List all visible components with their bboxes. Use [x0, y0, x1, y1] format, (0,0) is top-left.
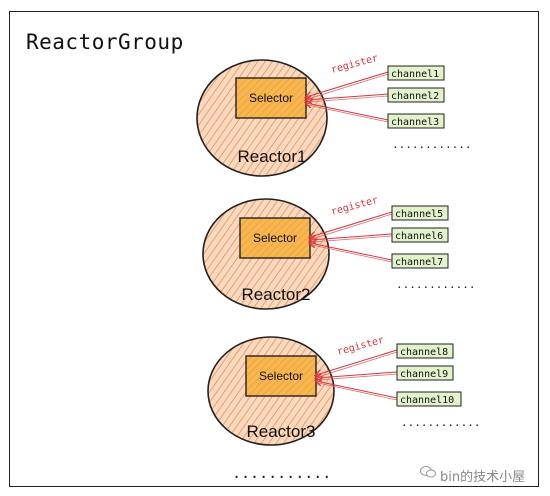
selector-box [245, 355, 317, 397]
register-arrow-sketch [307, 104, 389, 123]
channel-box [391, 205, 449, 221]
diagram-title: ReactorGroup [26, 30, 184, 54]
channel-label: channel8 [400, 347, 448, 358]
channel-box [396, 365, 454, 381]
more-channels-dots: ............ [396, 278, 475, 291]
channel-box [396, 343, 454, 359]
register-label: register [330, 195, 379, 218]
watermark: bin的技术小屋 [420, 466, 525, 485]
register-arrow-sketch [307, 95, 389, 103]
register-arrow [306, 93, 389, 100]
register-arrow-sketch [317, 351, 398, 378]
channel-box [387, 113, 445, 129]
wechat-icon [420, 466, 436, 482]
register-arrow [316, 371, 398, 378]
register-arrow [316, 349, 398, 375]
selector-label: Selector [249, 91, 293, 105]
channel-label: channel10 [400, 395, 454, 406]
reactor-name: Reactor3 [247, 422, 316, 441]
reactor-name: Reactor2 [242, 285, 311, 304]
register-arrow [316, 381, 398, 399]
register-label: register [336, 335, 385, 358]
register-arrow [306, 71, 389, 97]
watermark-text: bin的技术小屋 [440, 470, 526, 485]
register-arrow [310, 211, 393, 237]
more-channels-dots: ............ [401, 416, 480, 429]
channel-label: channel5 [395, 209, 443, 220]
register-arrow-sketch [307, 73, 389, 100]
register-arrow [310, 243, 393, 261]
selector-label: Selector [253, 231, 297, 245]
channel-label: channel6 [395, 231, 443, 242]
channel-label: channel1 [391, 69, 439, 80]
channel-label: channel3 [391, 117, 439, 128]
channel-box [387, 87, 445, 103]
channel-box [391, 227, 449, 243]
channel-label: channel9 [400, 369, 448, 380]
selector-label: Selector [259, 369, 303, 383]
channel-label: channel7 [395, 257, 443, 268]
channel-label: channel2 [391, 91, 439, 102]
register-arrow [310, 233, 393, 240]
register-arrow-sketch [311, 235, 393, 243]
channel-box [391, 253, 449, 269]
register-arrow-sketch [317, 373, 398, 381]
channel-box [396, 391, 462, 407]
channel-box [387, 65, 445, 81]
register-arrow [306, 103, 389, 121]
register-arrow-sketch [311, 244, 393, 263]
more-channels-dots: ............ [392, 138, 471, 151]
reactor-name: Reactor1 [238, 147, 307, 166]
more-reactors-dots: ........... [232, 464, 331, 482]
register-arrow-sketch [311, 213, 393, 240]
register-arrow-sketch [317, 382, 398, 401]
register-label: register [330, 53, 379, 76]
selector-box [239, 217, 311, 259]
